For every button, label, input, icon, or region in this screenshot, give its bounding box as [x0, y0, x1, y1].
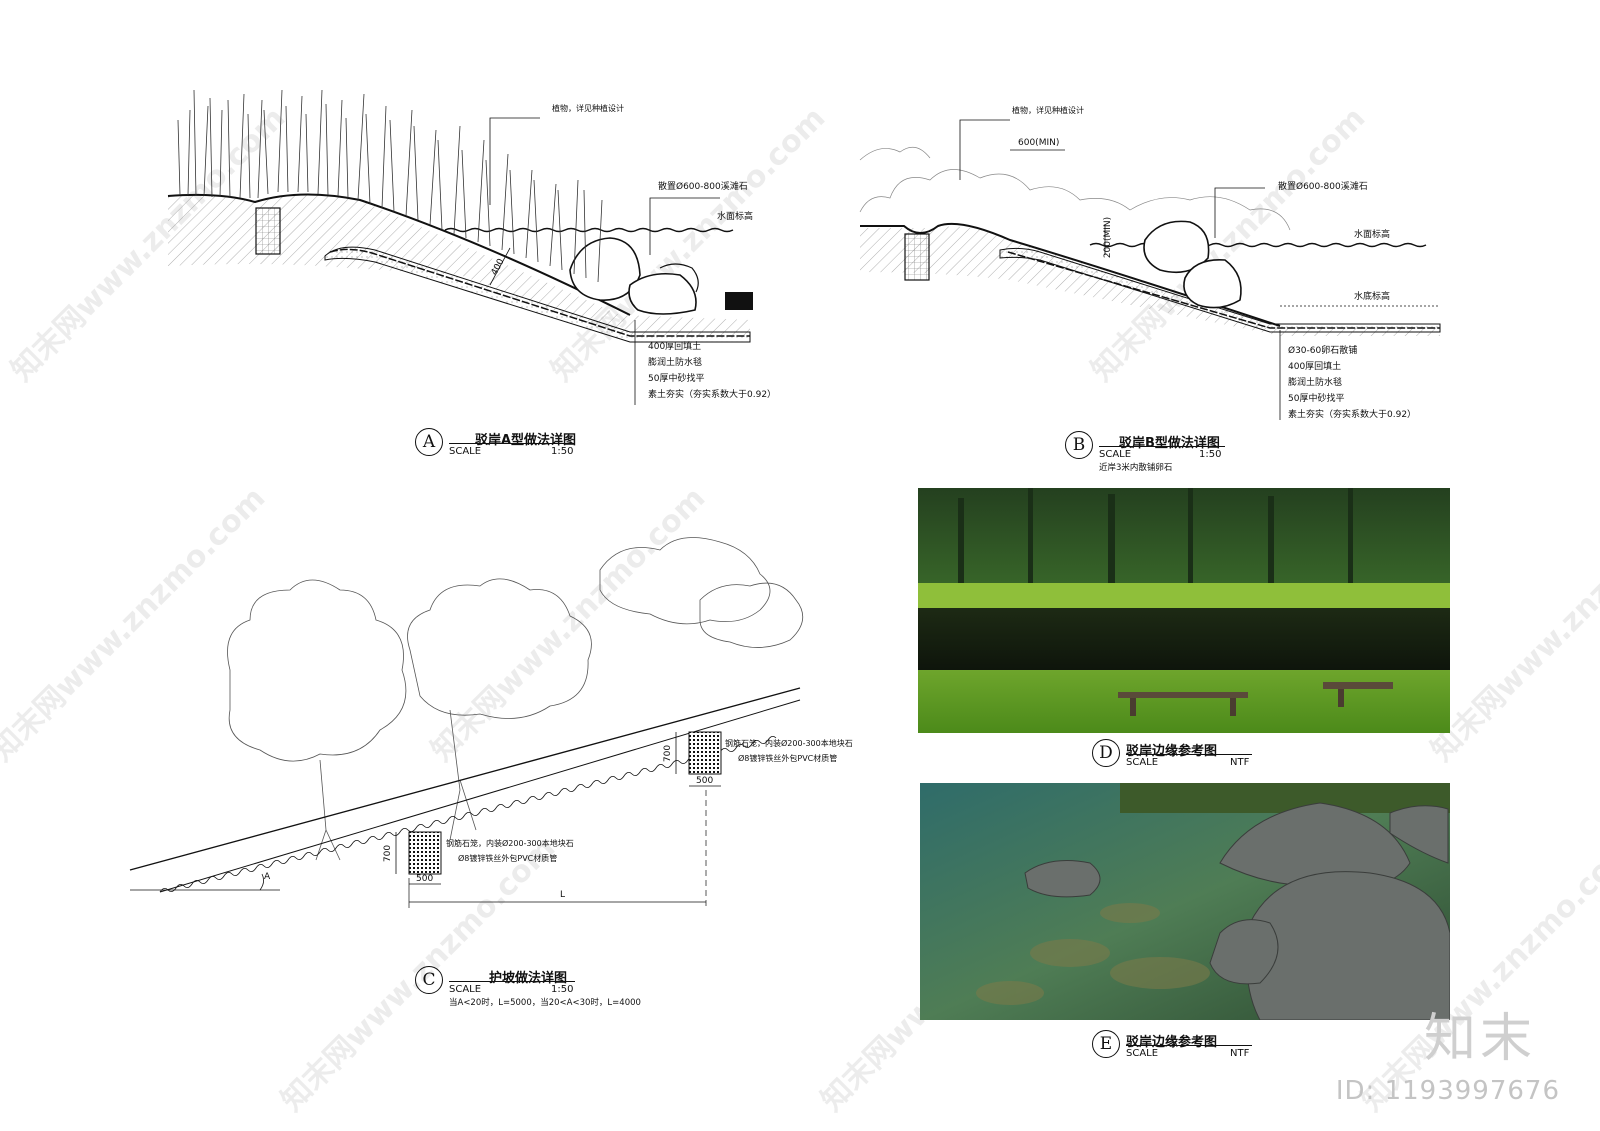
- tree-canopies: [227, 537, 804, 861]
- rocky-shore-photo: [920, 783, 1450, 1020]
- cage-label-2a: Ø8镀锌铁丝外包PVC材质管: [738, 754, 838, 763]
- scale-ratio: 1:50: [1199, 449, 1222, 460]
- title-block-c: C 护坡做法详图 SCALE 1:50 当A<20时，L=5000，当20<A<…: [415, 966, 745, 1010]
- detail-marker: D: [1092, 739, 1120, 767]
- scale-label: SCALE: [1126, 757, 1159, 768]
- shore-rocks: [1024, 802, 1450, 1020]
- scale-ratio: NTF: [1230, 757, 1250, 768]
- drain-column: [255, 207, 281, 255]
- slope-scallops: [159, 736, 777, 893]
- ground-line: [167, 193, 631, 316]
- label-water: 水面标高: [717, 212, 754, 222]
- layer-3: 50厚中砂找平: [648, 374, 705, 384]
- dim-L: L: [560, 890, 566, 900]
- leader-stone: [1214, 187, 1265, 238]
- lake-photo: [918, 488, 1450, 733]
- label-plants: 植物，详见种植设计: [1012, 106, 1084, 115]
- water-line: [1089, 242, 1427, 248]
- cage-label-1b: 钢筋石笼，内装Ø200-300本地块石: [446, 839, 574, 848]
- label-bottom: 水底标高: [1354, 292, 1391, 302]
- leader-plants: [959, 119, 1010, 180]
- reference-photo-d: [918, 488, 1450, 733]
- dim-700-low: 700: [383, 844, 394, 863]
- shrub-outline: [859, 146, 1291, 231]
- title-block-e: E 驳岸边缘参考图 SCALE NTF: [1092, 1030, 1422, 1074]
- boulder: [1143, 220, 1210, 274]
- detail-marker: C: [415, 966, 443, 994]
- reference-photo-e: [920, 783, 1450, 1020]
- detail-marker: B: [1065, 431, 1093, 459]
- cage-label-2b: Ø8镀锌铁丝外包PVC材质管: [458, 854, 558, 863]
- scale-ratio: 1:50: [551, 984, 574, 995]
- gabion-cage-high: [688, 731, 722, 775]
- dim-600-text: 600(MIN): [1018, 138, 1060, 148]
- dim-400: [489, 247, 511, 286]
- detail-title: 驳岸A型做法详图: [475, 433, 577, 448]
- detail-marker: A: [415, 428, 443, 456]
- scale-ratio: NTF: [1230, 1048, 1250, 1059]
- layer-5: 素土夯实（夯实系数大于0.92）: [1288, 410, 1417, 420]
- detail-title: 驳岸边缘参考图: [1126, 744, 1218, 759]
- title-block-b: B 驳岸B型做法详图 SCALE 1:50 近岸3米内散铺卵石: [1065, 431, 1395, 475]
- detail-title: 驳岸边缘参考图: [1126, 1035, 1218, 1050]
- dim-700-high: 700: [663, 744, 674, 763]
- fill-layer: [999, 247, 1441, 333]
- detail-a: 植物，详见种植设计 散置Ø600-800溪滩石 水面标高 400 400厚回填土…: [160, 70, 780, 470]
- detail-c: 钢筋石笼，内装Ø200-300本地块石 Ø8镀锌铁丝外包PVC材质管 钢筋石笼，…: [120, 530, 880, 1050]
- gabion-cage-low: [408, 831, 442, 875]
- detail-b: 植物，详见种植设计 600(MIN) 200(MIN) 散置Ø600-800溪滩…: [859, 100, 1460, 480]
- detail-title: 驳岸B型做法详图: [1119, 436, 1220, 451]
- angle-label: A: [264, 872, 271, 882]
- ground-line: [860, 222, 1281, 327]
- soil-hatch: [168, 194, 750, 335]
- drain-column: [904, 233, 930, 281]
- detail-note: 近岸3米内散铺卵石: [1099, 463, 1173, 473]
- title-block-a: A 驳岸A型做法详图 SCALE 1:50: [415, 428, 745, 472]
- slope-surface: [129, 687, 801, 871]
- label-stone: 散置Ø600-800溪滩石: [1278, 182, 1368, 192]
- detail-c-drawing: [129, 537, 804, 908]
- title-block-d: D 驳岸边缘参考图 SCALE NTF: [1092, 739, 1422, 783]
- brand-logo: 知末: [1423, 1009, 1536, 1069]
- water-line: [444, 227, 734, 233]
- scale-label: SCALE: [449, 984, 482, 995]
- dim-200-text: 200(MIN): [1103, 216, 1114, 259]
- image-id: ID: 1193997676: [1335, 1076, 1560, 1106]
- leader-stone: [649, 197, 720, 255]
- edge-block: [725, 292, 753, 310]
- layer-2: 400厚回填土: [1288, 362, 1342, 372]
- dim-500-high: 500: [696, 776, 714, 786]
- angle-arc: [259, 873, 264, 891]
- detail-marker: E: [1092, 1030, 1120, 1058]
- boulder: [628, 272, 697, 315]
- cage-label-1a: 钢筋石笼，内装Ø200-300本地块石: [725, 739, 853, 748]
- detail-title: 护坡做法详图: [489, 971, 568, 986]
- boulder: [1183, 259, 1242, 309]
- scale-ratio: 1:50: [551, 446, 574, 457]
- grass-plants: [177, 89, 603, 283]
- label-plants: 植物，详见种植设计: [552, 104, 624, 113]
- submerged-stones: [976, 903, 1210, 1005]
- scale-label: SCALE: [449, 446, 482, 457]
- layer-4: 50厚中砂找平: [1288, 394, 1345, 404]
- layer-1: 400厚回填土: [648, 342, 702, 352]
- dim-500-low: 500: [416, 874, 434, 884]
- scale-label: SCALE: [1126, 1048, 1159, 1059]
- leader-plants: [489, 117, 540, 205]
- detail-a-drawing: [167, 89, 753, 405]
- layer-1: Ø30-60卵石散铺: [1288, 346, 1358, 356]
- label-stone: 散置Ø600-800溪滩石: [658, 182, 748, 192]
- scale-label: SCALE: [1099, 449, 1132, 460]
- boulder: [659, 263, 699, 293]
- layer-3: 膨润土防水毯: [1288, 378, 1343, 388]
- label-water: 水面标高: [1354, 230, 1391, 240]
- boulder: [569, 237, 641, 301]
- layer-4: 素土夯实（夯实系数大于0.92）: [648, 390, 777, 400]
- detail-note: 当A<20时，L=5000，当20<A<30时，L=4000: [449, 998, 641, 1008]
- detail-b-drawing: [859, 119, 1441, 420]
- layer-2: 膨润土防水毯: [648, 358, 703, 368]
- fill-layer: [324, 246, 751, 343]
